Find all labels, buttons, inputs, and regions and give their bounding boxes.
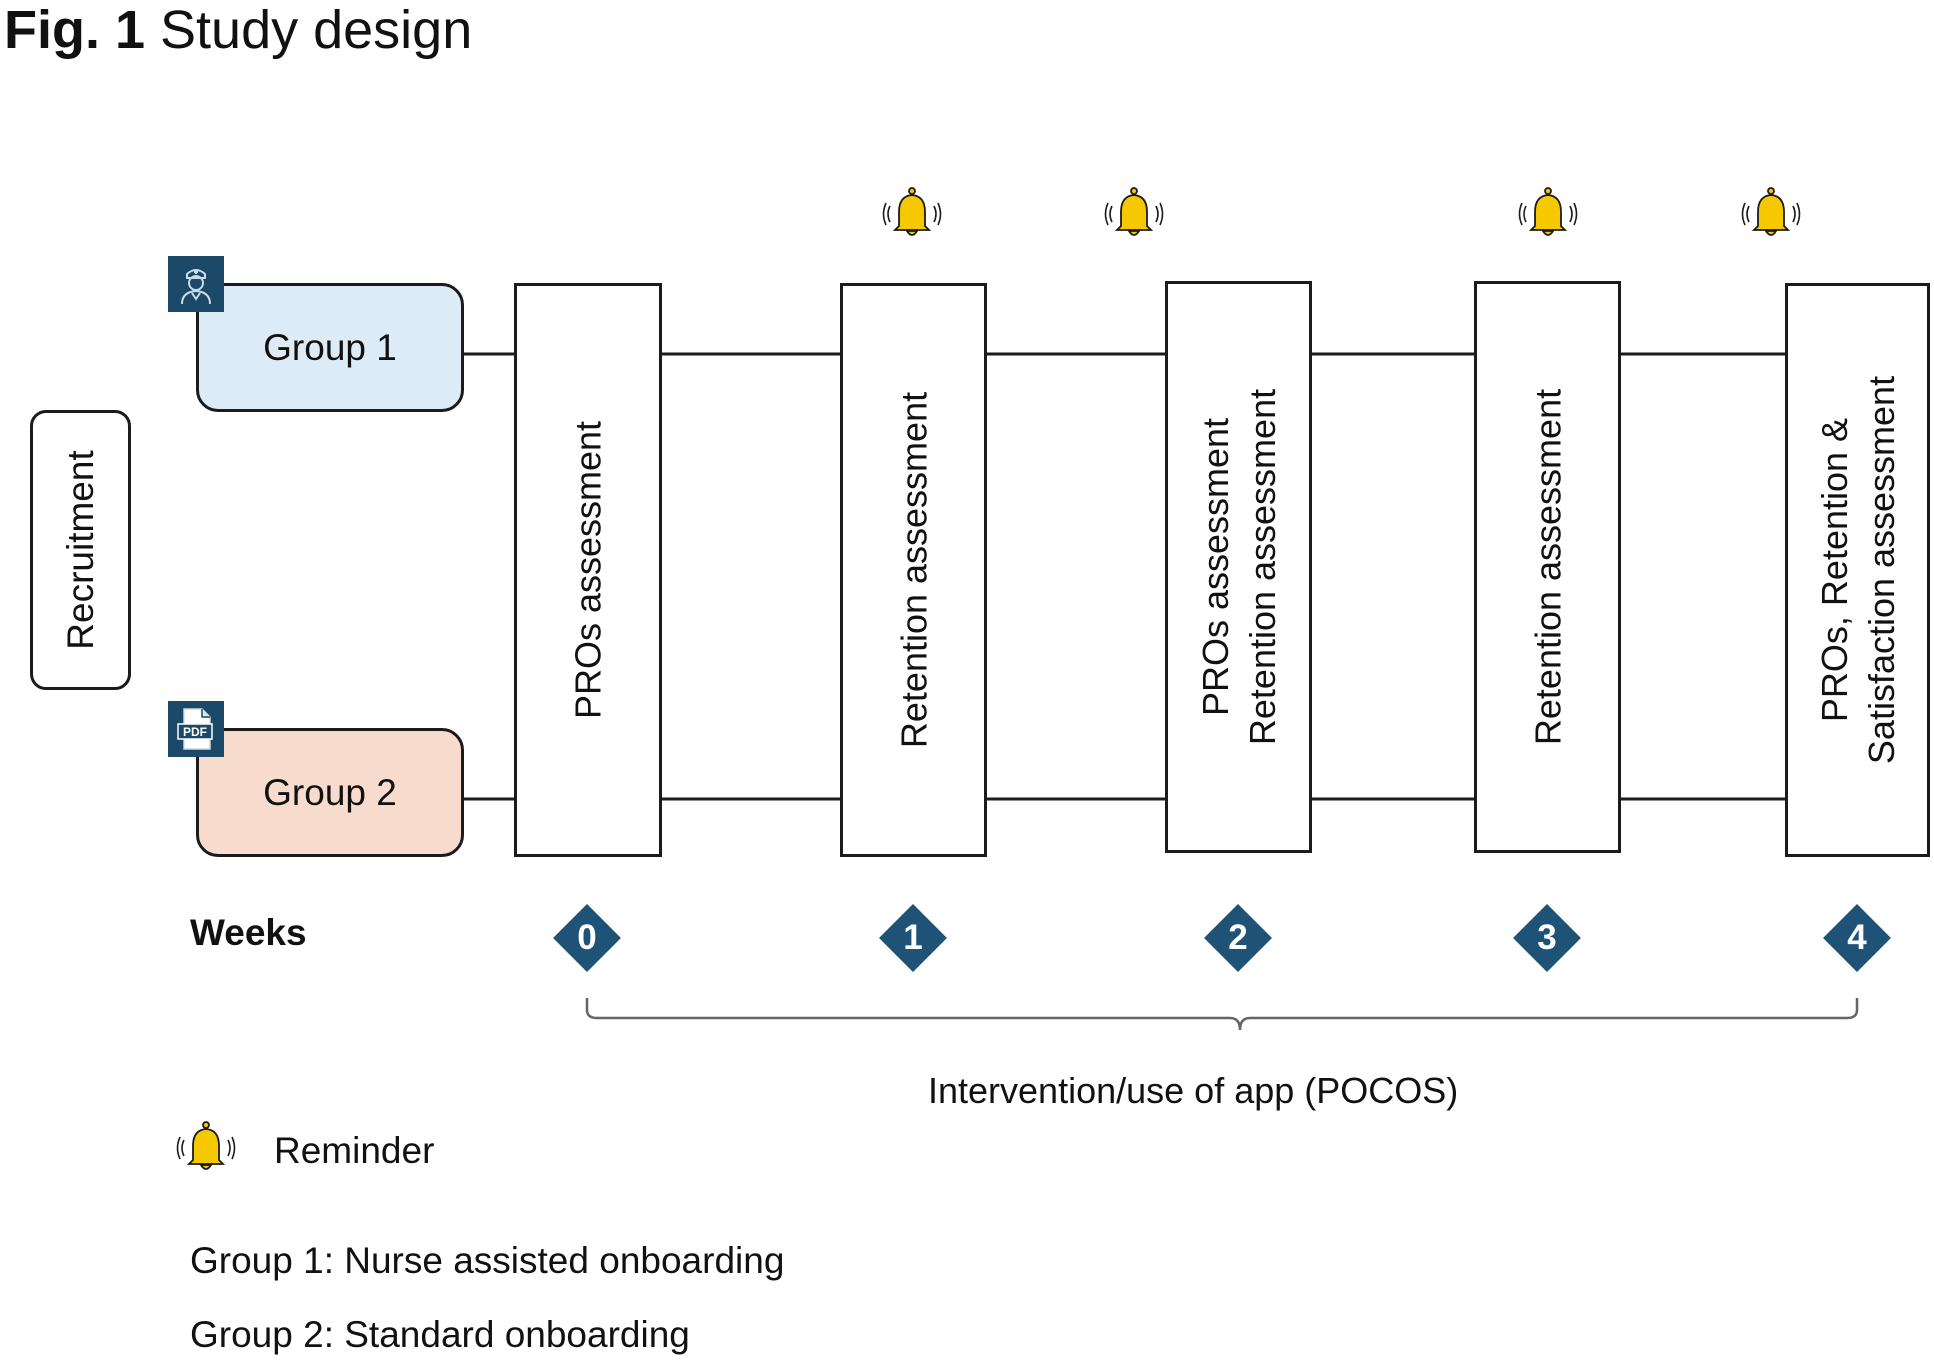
intervention-label: Intervention/use of app (POCOS) [928,1070,1459,1111]
stage-week-3: Retention assessment [1474,281,1621,853]
week-marker-1: 1 [879,904,947,972]
note-group-2: Group 2: Standard onboarding [190,1314,690,1355]
stage-0-label: PROs assessment [567,420,609,720]
bell-icon [1518,187,1578,236]
figure-title-text: Study design [160,0,473,60]
pdf-icon: PDF [168,701,224,757]
stage-week-0: PROs assessment [514,283,662,857]
bell-icon [1741,187,1801,236]
stage-3-label: Retention assessment [1527,388,1568,746]
legend-bell-icon [176,1121,236,1170]
legend-reminder-label: Reminder [274,1130,435,1171]
week-marker-4: 4 [1823,904,1891,972]
recruitment-box: Recruitment [30,410,131,690]
weeks-label: Weeks [190,912,307,953]
bell-icon [1104,187,1164,236]
week-marker-0: 0 [553,904,621,972]
figure-label: Fig. 1 [4,0,146,60]
recruitment-label: Recruitment [59,450,101,650]
figure-title: Fig. 1 Study design [4,0,472,62]
note-group-1: Group 1: Nurse assisted onboarding [190,1240,785,1281]
pdf-icon-text: PDF [183,725,207,739]
intervention-brace [585,998,1859,1031]
stage-week-1: Retention assessment [840,283,987,857]
stage-1-label: Retention assessment [893,391,934,749]
bell-icon [882,187,942,236]
nurse-icon [168,256,224,312]
stage-4-label: PROs, Retention &Satisfaction assessment [1813,375,1902,765]
group-2-box: Group 2 [196,728,464,857]
group-1-label: Group 1 [263,326,397,368]
stage-week-4: PROs, Retention &Satisfaction assessment [1785,283,1930,857]
group-2-label: Group 2 [263,771,397,813]
week-marker-3: 3 [1513,904,1581,972]
group-1-box: Group 1 [196,283,464,412]
week-marker-2: 2 [1204,904,1272,972]
